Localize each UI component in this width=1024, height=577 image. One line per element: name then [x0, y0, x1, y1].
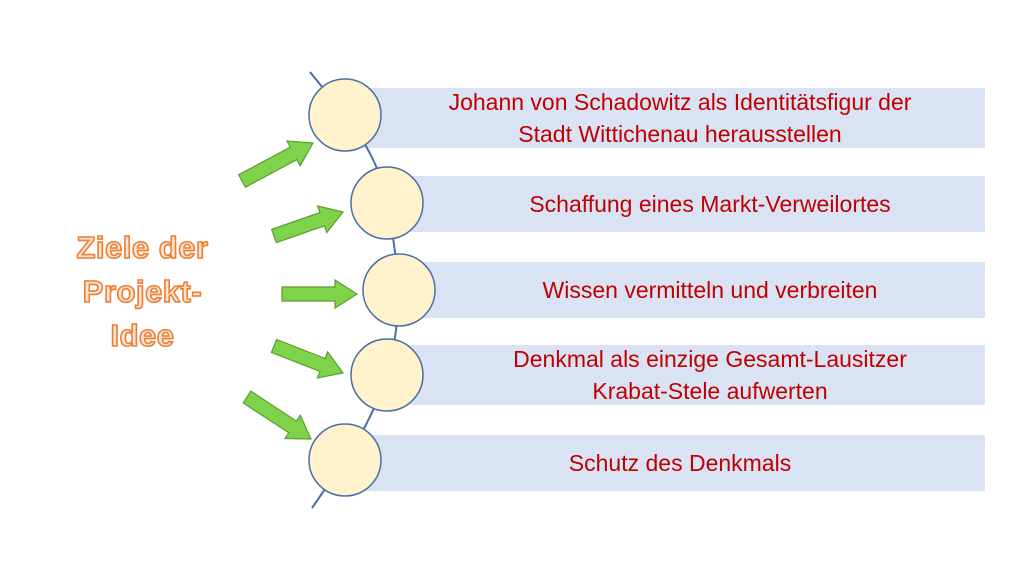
arrow-4 — [270, 338, 345, 379]
goal-circle-4 — [350, 338, 424, 412]
arrow-1 — [237, 140, 314, 189]
goal-circle-1 — [308, 78, 382, 152]
goal-circle-3 — [362, 253, 436, 327]
goal-bar-5 — [345, 435, 985, 491]
title-line-3: Idee — [110, 317, 175, 354]
goal-bar-2 — [388, 176, 985, 232]
arrow-3 — [281, 278, 359, 310]
goal-circle-5 — [308, 423, 382, 497]
goal-bar-1 — [345, 88, 985, 148]
title-line-2: Projekt- — [82, 273, 203, 310]
goal-text-2: Schaffung eines Markt-Verweilortes — [529, 191, 891, 217]
title-line-1: Ziele der — [76, 229, 209, 266]
diagram-title: Ziele der Projekt- Idee — [50, 226, 235, 358]
goal-text-5: Schutz des Denkmals — [568, 450, 792, 476]
goal-bar-4 — [388, 345, 985, 405]
arrow-2 — [270, 205, 345, 244]
goal-text-3: Wissen vermitteln und verbreiten — [542, 277, 878, 303]
goal-circle-2 — [350, 166, 424, 240]
goal-text-4: Denkmal als einzige Gesamt-Lausitzer Kra… — [513, 346, 907, 404]
goal-bar-3 — [398, 262, 985, 318]
arrow-5 — [242, 390, 312, 440]
goal-text-1: Johann von Schadowitz als Identitätsfigu… — [448, 89, 912, 147]
